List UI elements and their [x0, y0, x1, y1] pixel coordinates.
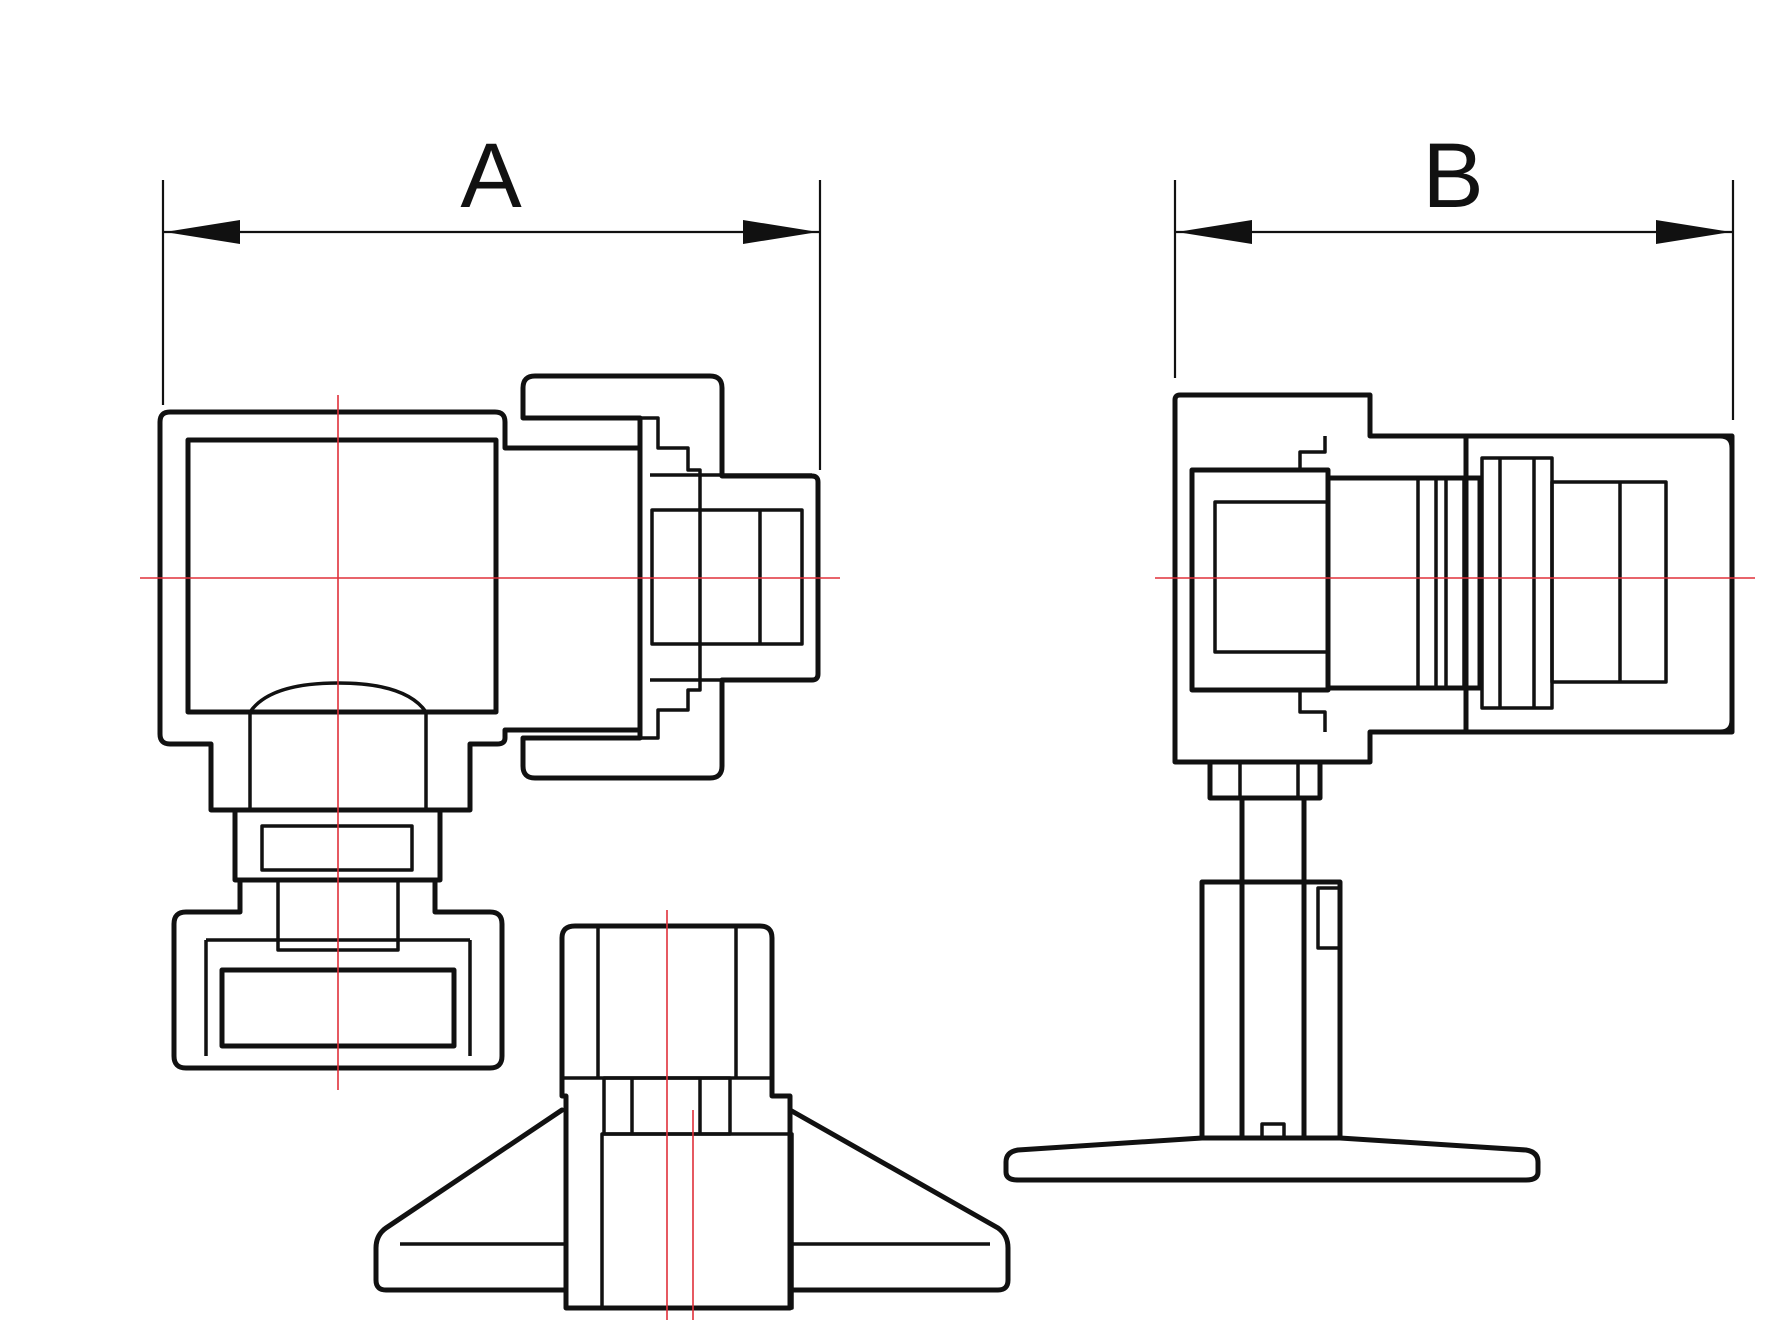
dimension-a-arrow-left: [165, 220, 240, 244]
elbow-body-outline: [157, 409, 643, 813]
union-nut-horizontal: [520, 373, 821, 781]
side-stem-collar: [1207, 759, 1323, 801]
side-stem-collar-inner: [1238, 760, 1300, 800]
elbow-side-view: [1003, 392, 1735, 1183]
side-left-bore-inner: [1213, 500, 1330, 654]
wing-fitting-body: [559, 923, 793, 1311]
center-lines: [140, 395, 1755, 1320]
side-spigot-ring-1: [1416, 476, 1438, 690]
side-stem: [1239, 795, 1307, 1141]
wing-left: [373, 1107, 569, 1293]
union-nut-vertical: [171, 877, 505, 1071]
dimension-b-arrow-left: [1177, 220, 1252, 244]
side-base-plate: [1003, 1135, 1541, 1183]
elbow-bore: [185, 437, 499, 715]
dimension-a-label: A: [460, 125, 522, 227]
vertical-outlet-inner: [260, 824, 414, 872]
side-spigot: [1325, 475, 1483, 691]
side-base-pin: [1260, 1122, 1286, 1140]
side-spigot-ring-2: [1444, 476, 1466, 690]
union-nut-inner-step: [630, 416, 702, 740]
wing-fitting-lower-bore: [600, 1132, 794, 1310]
dimension-a: A: [161, 125, 822, 470]
elbow-front-view: [157, 373, 821, 1071]
side-nut-outer: [1463, 433, 1735, 735]
dimension-b-label: B: [1422, 125, 1483, 227]
dimension-b-arrow-right: [1656, 220, 1731, 244]
side-stem-clip: [1316, 886, 1342, 950]
side-nut-bore: [1550, 480, 1668, 684]
horizontal-tail-bore: [650, 508, 804, 646]
vertical-outlet-collar: [232, 807, 443, 883]
dimension-b: B: [1173, 125, 1735, 420]
side-nut-hex: [1480, 456, 1554, 710]
dimension-a-arrow-right: [743, 220, 818, 244]
wing-right: [787, 1107, 1011, 1293]
